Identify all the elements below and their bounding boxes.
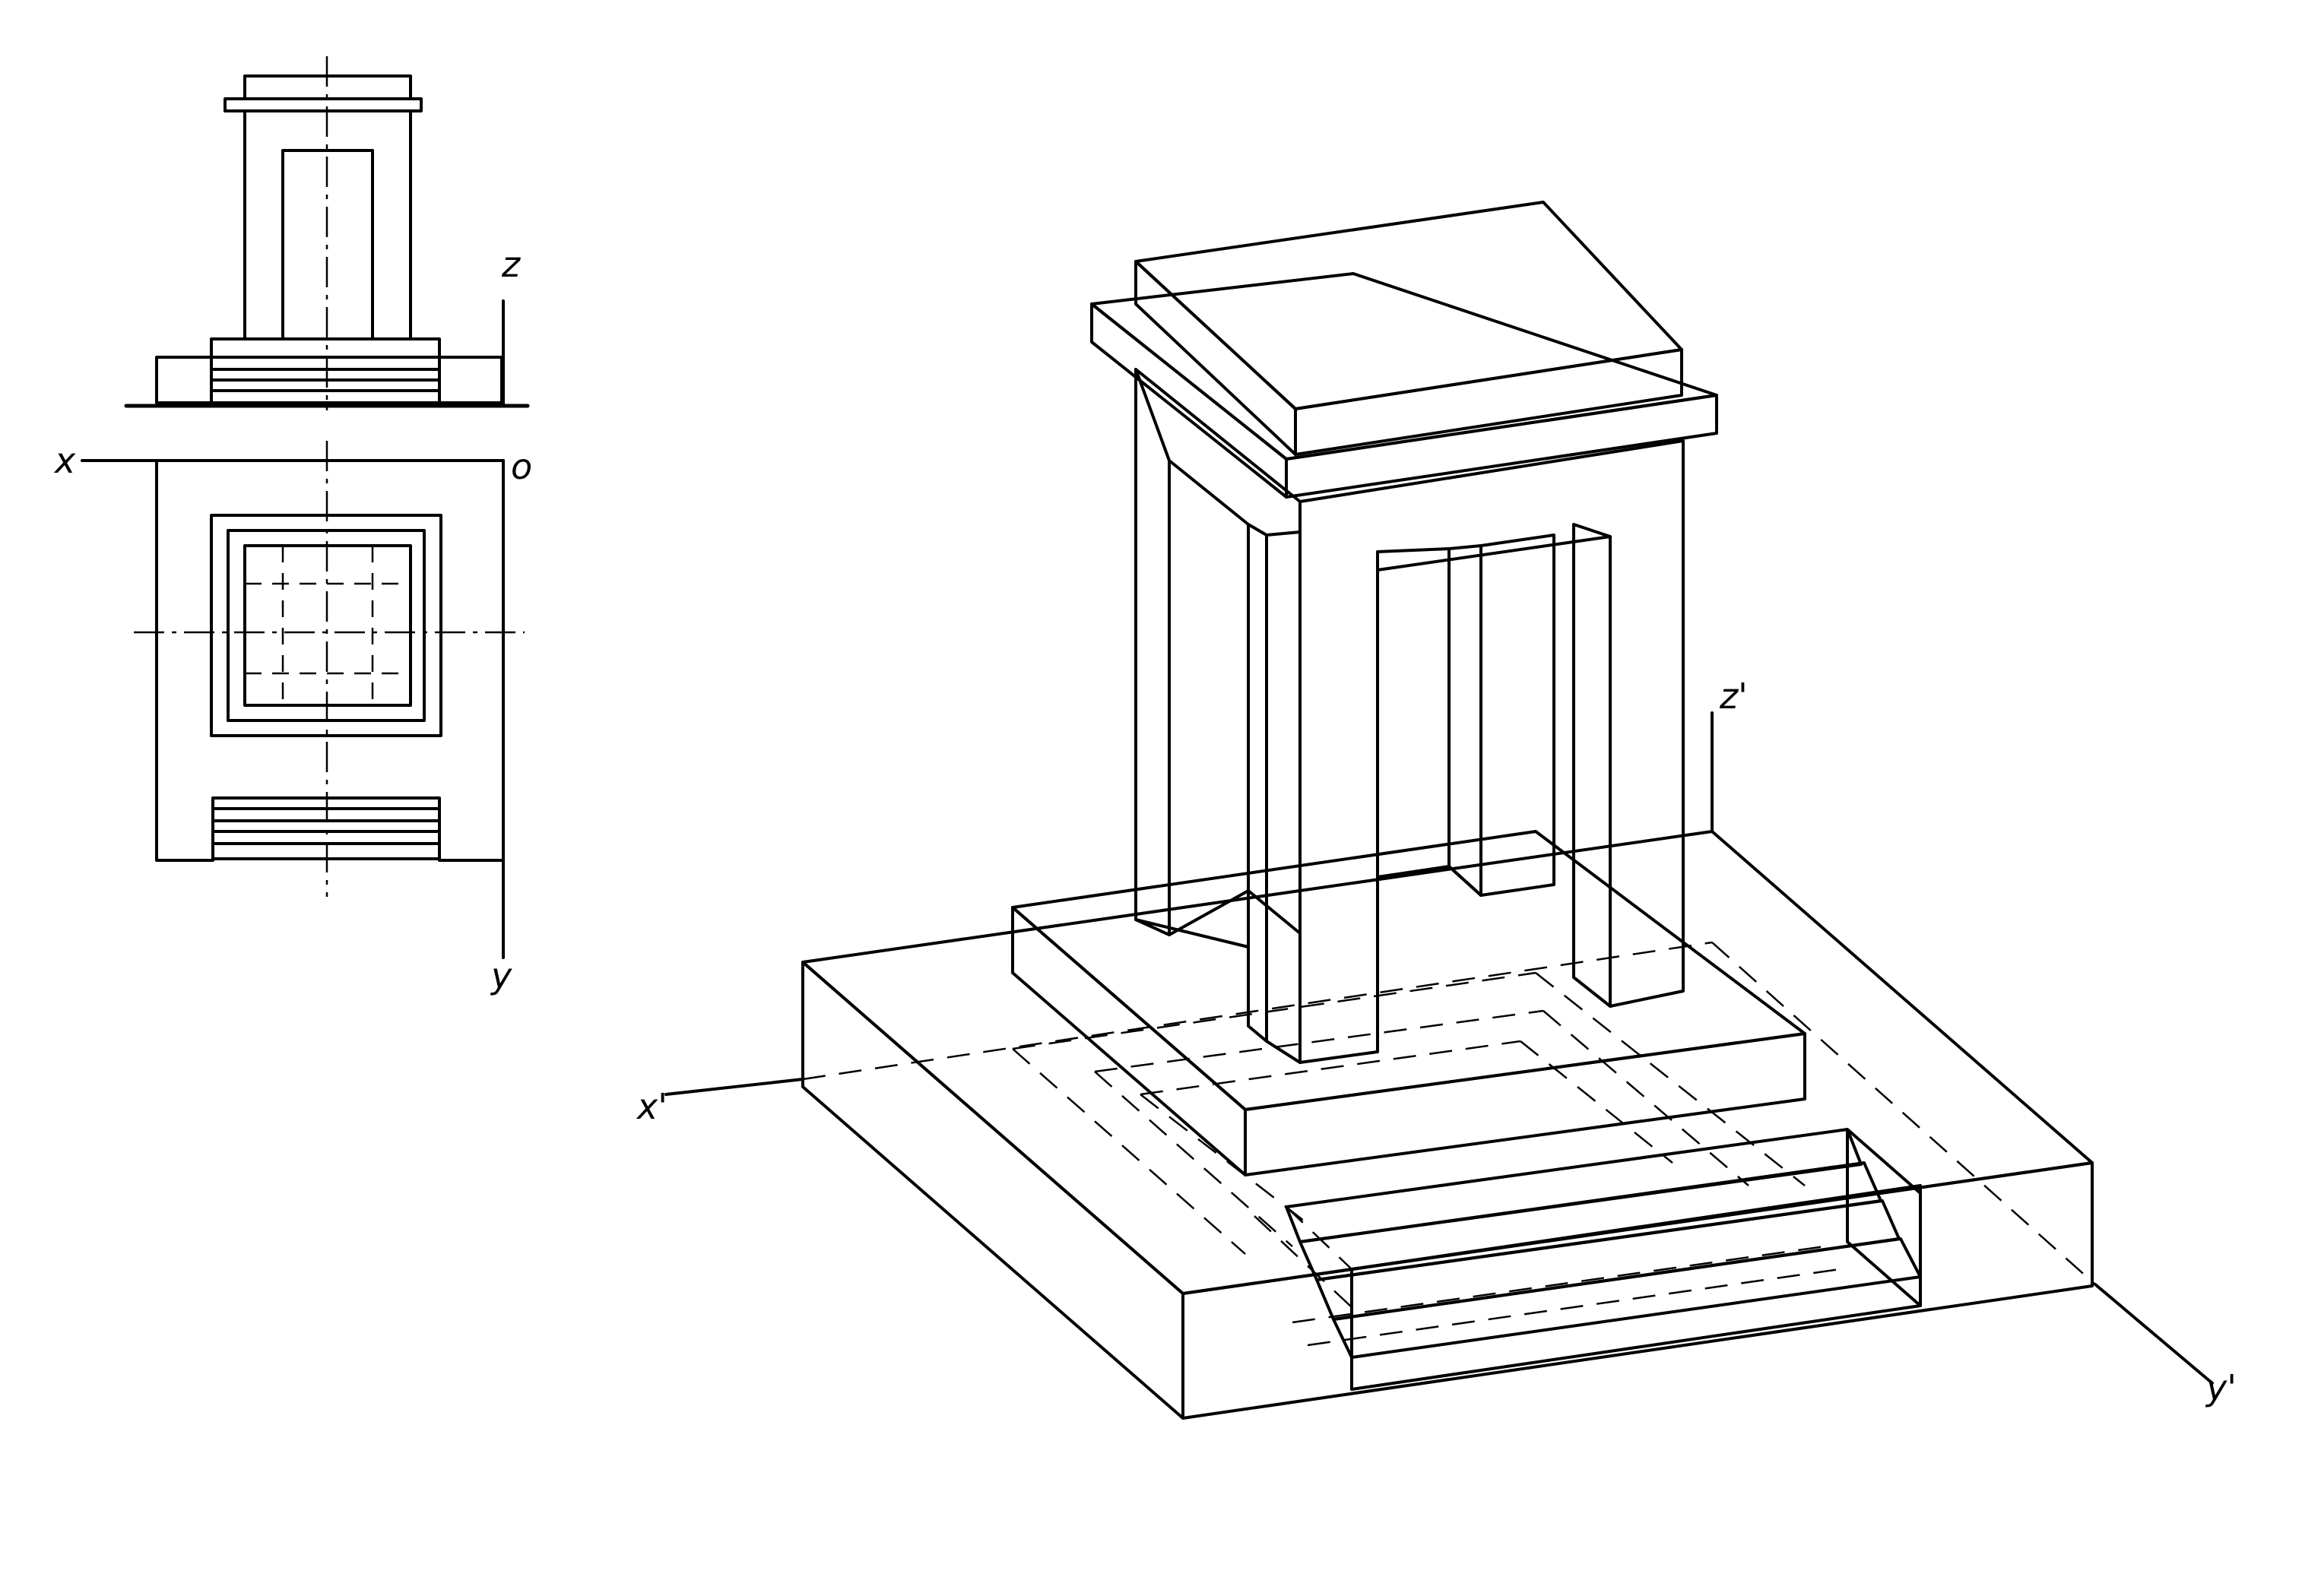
plan-view	[81, 441, 525, 959]
orthographic-views: z x o y	[53, 56, 532, 996]
axonometric-view: x' y' z'	[636, 201, 2237, 1420]
x-label: x	[53, 440, 76, 481]
z-prime-label: z'	[1719, 676, 1748, 717]
x-prime-axis	[664, 1078, 804, 1096]
z-label: z	[501, 244, 521, 285]
lower-base-block	[801, 830, 2094, 1420]
y-prime-axis	[2094, 1283, 2214, 1385]
front-elevation	[124, 56, 530, 410]
y-label: y	[490, 955, 512, 996]
upper-platform	[1011, 830, 1806, 1176]
cap-slab	[1090, 272, 1718, 499]
cap-top	[1134, 201, 1683, 456]
plan-outline	[155, 459, 505, 862]
cap-slab	[224, 97, 423, 112]
stair-cutout	[1254, 1128, 1922, 1391]
origin-label: o	[511, 446, 532, 487]
x-prime-label: x'	[636, 1086, 667, 1127]
y-prime-label: y'	[2205, 1367, 2237, 1408]
column-frame	[1134, 368, 1685, 1064]
hidden-lines	[802, 941, 2096, 1285]
